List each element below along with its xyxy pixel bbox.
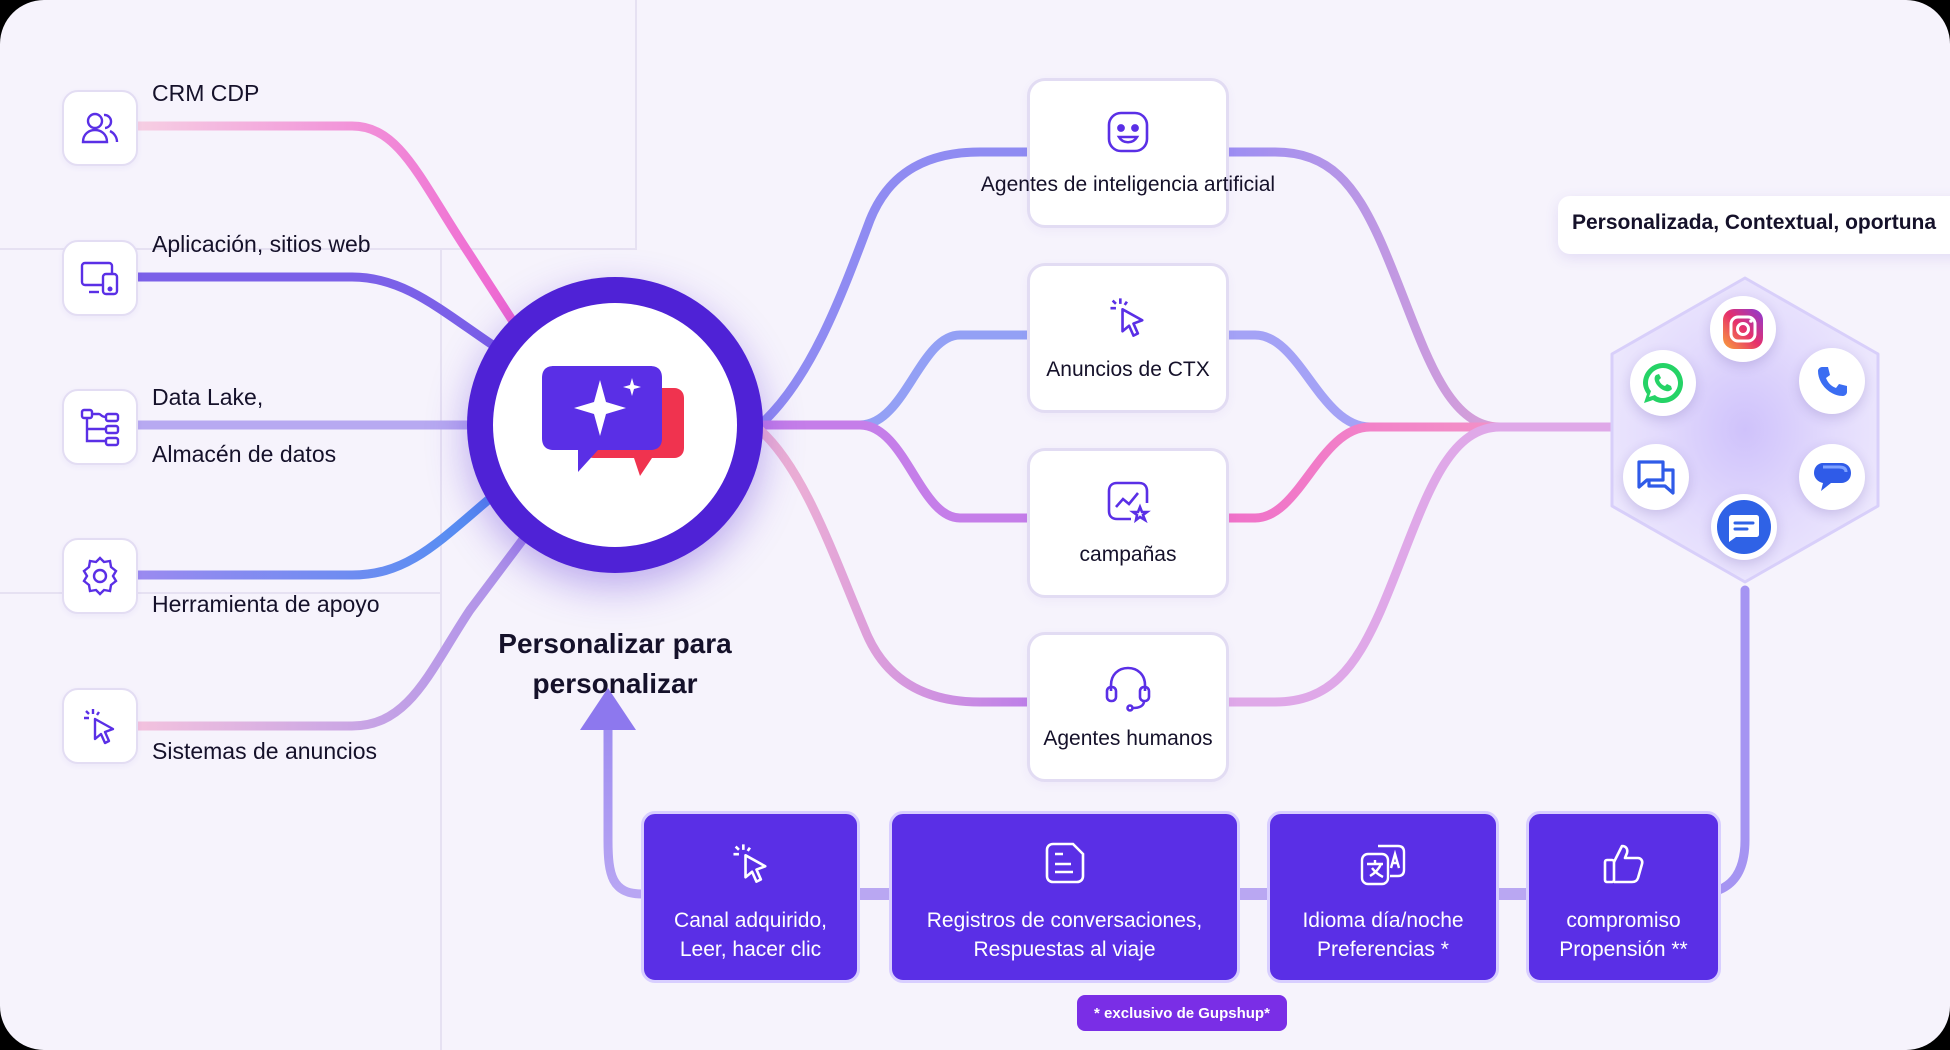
grid-line: [0, 248, 637, 250]
chat-bubble-icon: [1814, 463, 1851, 491]
channel-rcs: [1799, 444, 1865, 510]
channel-sms: [1711, 494, 1777, 560]
channel-whatsapp: [1630, 350, 1696, 416]
wire-ai-out: [1220, 147, 1615, 432]
signal-channel: Canal adquirido, Leer, hacer clic: [641, 811, 860, 983]
wire-hub-human: [755, 425, 1035, 707]
signal-language-line1: Idioma día/noche: [1302, 909, 1464, 932]
wire-support: [132, 485, 505, 580]
card-human-agents: Agentes humanos: [1027, 632, 1229, 782]
card-campaigns-label: campañas: [1079, 543, 1177, 566]
instagram-icon: [1723, 309, 1763, 349]
wire-crm: [132, 121, 530, 345]
tagline-box: Personalizada, Contextual, oportuna: [1558, 196, 1950, 254]
grid-line: [635, 0, 637, 248]
tagline-text: Personalizada, Contextual, oportuna: [1572, 211, 1937, 234]
wire-loop-up: [603, 715, 647, 899]
sparkle-chat-icon: [542, 366, 684, 476]
source-support-icon-box: [62, 538, 138, 614]
bar-connector: [860, 888, 893, 900]
card-human-agents-label: Agentes humanos: [1043, 727, 1213, 750]
wire-camp-out: [1220, 422, 1615, 523]
hub-title: Personalizar para personalizar: [455, 624, 775, 704]
source-datalake-icon-box: [62, 389, 138, 465]
cursor-click-icon: [1110, 298, 1144, 337]
source-apps-label: Aplicación, sitios web: [152, 231, 371, 257]
hub-circle: [467, 277, 763, 573]
wire-apps: [132, 272, 505, 355]
translate-icon: [1360, 844, 1406, 886]
card-ctx-ads-label: Anuncios de CTX: [1046, 358, 1210, 381]
signal-language-line2: Preferencias *: [1317, 938, 1449, 961]
exclusive-badge: * exclusivo de Gupshup*: [1077, 995, 1287, 1031]
source-ads-icon-box: [62, 688, 138, 764]
cursor-click-icon: [732, 844, 767, 883]
thumbs-up-icon: [1603, 844, 1644, 884]
signal-engagement-line1: compromiso: [1566, 909, 1681, 932]
phone-icon: [1818, 367, 1847, 396]
signal-engagement: compromiso Propensión **: [1526, 811, 1721, 983]
hub-title-line1: Personalizar para: [498, 628, 732, 659]
signal-logs-line2: Respuestas al viaje: [973, 938, 1156, 961]
document-icon: [1045, 842, 1084, 884]
bar-connector: [1237, 888, 1270, 900]
source-ads-label: Sistemas de anuncios: [152, 738, 378, 764]
signal-logs: Registros de conversaciones, Respuestas …: [889, 811, 1240, 983]
bar-connector: [1496, 888, 1529, 900]
card-ctx-ads: Anuncios de CTX: [1027, 263, 1229, 413]
whatsapp-icon: [1643, 363, 1683, 403]
channel-phone: [1799, 348, 1865, 414]
source-datalake-label-2: Almacén de datos: [152, 441, 337, 467]
wire-human-out: [1220, 422, 1615, 707]
card-ai-agents-label: Agentes de inteligencia artificial: [980, 173, 1276, 196]
cursor-click-icon: [84, 709, 115, 745]
gear-icon: [82, 556, 118, 596]
users-icon: [81, 112, 119, 144]
card-campaigns: campañas: [1027, 448, 1229, 598]
signal-engagement-line2: Propensión **: [1559, 938, 1688, 961]
source-apps-icon-box: [62, 240, 138, 316]
wire-hub-camp: [755, 420, 1035, 523]
channel-instagram: [1710, 296, 1776, 362]
signal-logs-line1: Registros de conversaciones,: [926, 909, 1203, 932]
headset-icon: [1105, 666, 1151, 712]
source-datalake-label: Data Lake,: [152, 384, 264, 410]
channel-messenger: [1623, 444, 1689, 510]
source-crm-icon-box: [62, 90, 138, 166]
devices-icon: [80, 261, 119, 296]
chat-icon: [1637, 460, 1675, 495]
chart-star-icon: [1107, 481, 1151, 524]
signal-language: Idioma día/noche Preferencias *: [1267, 811, 1499, 983]
wire-ctx-out: [1220, 330, 1615, 432]
hierarchy-icon: [80, 408, 120, 447]
signal-channel-line1: Canal adquirido,: [674, 909, 827, 932]
card-ai-agents: Agentes de inteligencia artificial: [981, 78, 1275, 228]
grid-line: [0, 592, 440, 594]
wire-ads: [132, 525, 535, 731]
robot-face-icon: [1107, 111, 1149, 153]
source-crm-label: CRM CDP: [152, 80, 260, 106]
loop-arrowhead: [580, 688, 636, 730]
signal-channel-line2: Leer, hacer clic: [679, 938, 822, 961]
source-support-label: Herramienta de apoyo: [152, 591, 380, 617]
message-icon: [1717, 500, 1771, 554]
wire-hub-ai: [755, 147, 1035, 430]
hub-title-line2: personalizar: [532, 668, 698, 699]
